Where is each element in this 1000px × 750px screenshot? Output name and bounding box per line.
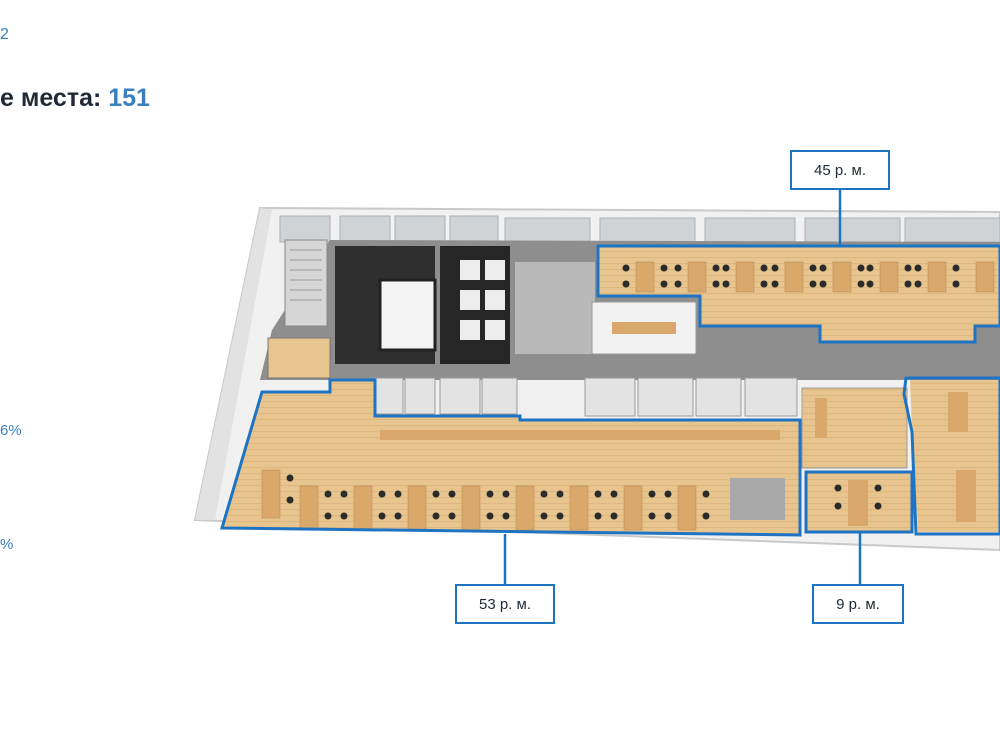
upper-lounge [515, 262, 595, 354]
zone-9-table [848, 480, 868, 526]
zone-53-desks [261, 469, 697, 531]
stairwell [284, 239, 328, 327]
percent-fragment-2: % [0, 536, 14, 553]
zone-9-label: 9 р. м. [812, 584, 904, 624]
window-row [279, 215, 1000, 243]
building-left-facade [195, 208, 272, 520]
zone-45-desks [635, 261, 995, 293]
lounge-sofa [730, 478, 785, 520]
zone-9-chairs [834, 484, 882, 510]
workplaces-total: 151 [108, 84, 150, 112]
lobby-box [267, 337, 331, 379]
small-offices [374, 377, 798, 417]
zone-53-chairs [286, 474, 710, 520]
long-bench [380, 430, 780, 440]
elevator-shafts [460, 260, 505, 340]
meeting-table-upper [612, 322, 676, 334]
zone-53-label: 53 р. м. [455, 584, 555, 624]
zone-right-outline [902, 376, 1000, 536]
area-fragment: 2 [0, 26, 9, 43]
stair-steps [290, 249, 322, 301]
zone-53-outline [220, 378, 802, 537]
zone-right-desks [948, 392, 976, 522]
mid-meeting-table [815, 398, 827, 438]
zone-45-outline [596, 244, 1000, 344]
title-prefix: е места: [0, 84, 109, 112]
core-room [378, 278, 437, 352]
percent-fragment-1: 6% [0, 422, 22, 439]
zone-right-floor [910, 380, 1000, 532]
workplaces-title: е места: 151 [0, 84, 150, 113]
zone-45-chairs [622, 264, 960, 288]
zone-45-label: 45 р. м. [790, 150, 890, 190]
